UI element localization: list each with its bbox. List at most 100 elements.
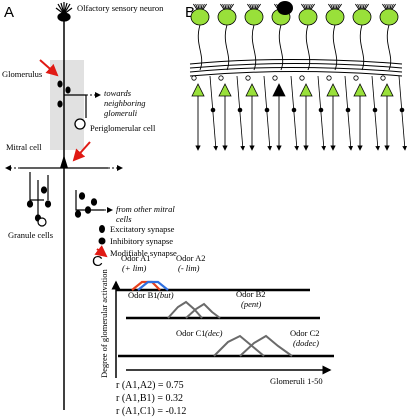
mitral-cell-body bbox=[218, 83, 232, 97]
modifiable-synapse-arrow-glomerulus bbox=[39, 59, 59, 77]
legend-excitatory-label: Excitatory synapse bbox=[110, 224, 175, 234]
excitatory-synapse-glomerulus-2 bbox=[65, 86, 71, 94]
mitral-cell-body bbox=[191, 83, 205, 97]
sensory-axon bbox=[332, 24, 338, 71]
periglomerular-cell bbox=[245, 75, 251, 81]
mitral-cell-body bbox=[272, 83, 286, 97]
odor-b2-abbr: (pent) bbox=[241, 299, 261, 309]
odor-c2-name: Odor C2 bbox=[290, 328, 320, 338]
sensory-neuron-row bbox=[190, 1, 399, 71]
profile-odor-b1 bbox=[167, 300, 203, 319]
legend-inhibitory-label: Inhibitory synapse bbox=[110, 236, 173, 246]
sensory-neuron-cilia bbox=[55, 2, 73, 22]
correlation-a1-c1: r (A1,C1) = -0.12 bbox=[116, 406, 186, 417]
mitral-cell-body bbox=[299, 83, 313, 97]
inhibitory-synapse bbox=[264, 107, 270, 113]
mitral-cell-body bbox=[380, 83, 394, 97]
sensory-axon bbox=[305, 24, 311, 71]
sensory-neuron-soma bbox=[379, 8, 399, 26]
panel-label-a: A bbox=[4, 4, 14, 21]
sensory-axon bbox=[278, 24, 284, 71]
sensory-axon bbox=[224, 24, 230, 71]
odor-b1-abbr: (but) bbox=[157, 290, 174, 300]
periglomerular-cell bbox=[299, 75, 305, 81]
profile-odor-a2 bbox=[137, 280, 169, 291]
label-towards-1: towards bbox=[104, 88, 132, 98]
sensory-neuron-soma bbox=[217, 8, 237, 26]
legend-excitatory-icon bbox=[99, 225, 105, 233]
odor-a1-name: Odor A1 bbox=[121, 253, 151, 263]
panel-c: C Degree of glomerular activation Odor A… bbox=[92, 253, 334, 417]
sensory-neuron-soma bbox=[325, 8, 345, 26]
modifiable-synapse-arrow-mitral bbox=[72, 141, 91, 162]
sensory-axon bbox=[197, 24, 203, 71]
inhibitory-synapse bbox=[237, 107, 243, 113]
y-axis-label: Degree of glomerular activation bbox=[99, 268, 109, 378]
sensory-axon bbox=[251, 24, 257, 71]
granule-cells bbox=[26, 172, 104, 227]
granule-process bbox=[317, 75, 327, 151]
profile-odor-b2 bbox=[185, 302, 221, 319]
correlation-a1-b1: r (A1,B1) = 0.32 bbox=[116, 393, 183, 404]
odor-a1-abbr: (+ lim) bbox=[122, 263, 147, 273]
odor-c1-abbr: (dec) bbox=[205, 328, 223, 338]
panel-label-b: B bbox=[185, 4, 195, 21]
label-granule-cells: Granule cells bbox=[8, 230, 53, 240]
inhibitory-synapse bbox=[210, 107, 216, 113]
periglomerular-cell bbox=[326, 75, 332, 81]
lateral-dendrite-bundle bbox=[189, 59, 403, 77]
label-towards-3: glomeruli bbox=[104, 108, 138, 118]
label-from-other-1: from other mitral bbox=[116, 204, 175, 214]
excitatory-synapse-glomerulus bbox=[57, 80, 63, 88]
legend-modifiable-icon bbox=[94, 245, 108, 258]
label-periglomerular-cell: Periglomerular cell bbox=[90, 123, 156, 133]
inhibitory-synapse-glomerulus bbox=[57, 100, 63, 108]
mitral-cell-row bbox=[191, 75, 408, 151]
granule-process bbox=[236, 75, 246, 151]
periglomerular-cell bbox=[218, 75, 224, 81]
legend-inhibitory-icon bbox=[98, 237, 106, 245]
sensory-axon bbox=[359, 24, 365, 71]
inhibitory-synapse bbox=[399, 107, 405, 113]
legend-modifiable-label: Modifiable synapse bbox=[110, 248, 177, 258]
profile-odor-c2 bbox=[239, 334, 293, 357]
odor-a2-name: Odor A2 bbox=[176, 253, 206, 263]
panel-label-c: C bbox=[92, 253, 103, 270]
periglomerular-cell bbox=[353, 75, 359, 81]
granule-process bbox=[209, 75, 219, 151]
x-axis-label: Glomeruli 1-50 bbox=[270, 376, 323, 386]
inhibitory-synapse bbox=[345, 107, 351, 113]
sensory-neuron-soma bbox=[352, 8, 372, 26]
label-towards-2: neighboring bbox=[104, 98, 146, 108]
highlighted-neuron bbox=[277, 1, 293, 15]
mitral-cell-body bbox=[245, 83, 259, 97]
label-olfactory-sensory-neuron: Olfactory sensory neuron bbox=[77, 3, 164, 13]
label-mitral-cell: Mitral cell bbox=[6, 142, 42, 152]
sensory-axon bbox=[386, 24, 392, 71]
mitral-cell-body bbox=[353, 83, 367, 97]
sensory-neuron-soma bbox=[244, 8, 264, 26]
mitral-cell-body bbox=[326, 83, 340, 97]
panel-b: B bbox=[185, 1, 408, 151]
inhibitory-synapse bbox=[318, 107, 324, 113]
odor-c1-name: Odor C1 bbox=[176, 328, 206, 338]
periglomerular-cell bbox=[272, 75, 278, 81]
label-glomerulus: Glomerulus bbox=[2, 69, 42, 79]
sensory-neuron-soma bbox=[298, 8, 318, 26]
odor-b2-name: Odor B2 bbox=[236, 289, 266, 299]
profile-odor-c1 bbox=[213, 334, 265, 357]
inhibitory-synapse bbox=[372, 107, 378, 113]
odor-a2-abbr: (- lim) bbox=[178, 263, 200, 273]
inhibitory-synapse bbox=[291, 107, 297, 113]
sensory-neuron-soma bbox=[190, 8, 210, 26]
granule-process bbox=[263, 75, 273, 151]
label-from-other-2: cells bbox=[116, 214, 132, 224]
odor-c2-abbr: (dodec) bbox=[293, 338, 319, 348]
periglomerular-cell bbox=[191, 75, 197, 81]
correlation-a1-a2: r (A1,A2) = 0.75 bbox=[116, 380, 184, 391]
mitral-cell-body bbox=[60, 155, 68, 168]
granule-process bbox=[371, 75, 381, 151]
panel-a: A Olfactory sensory neuron Glomerulus to… bbox=[2, 2, 177, 410]
granule-process bbox=[344, 75, 354, 151]
